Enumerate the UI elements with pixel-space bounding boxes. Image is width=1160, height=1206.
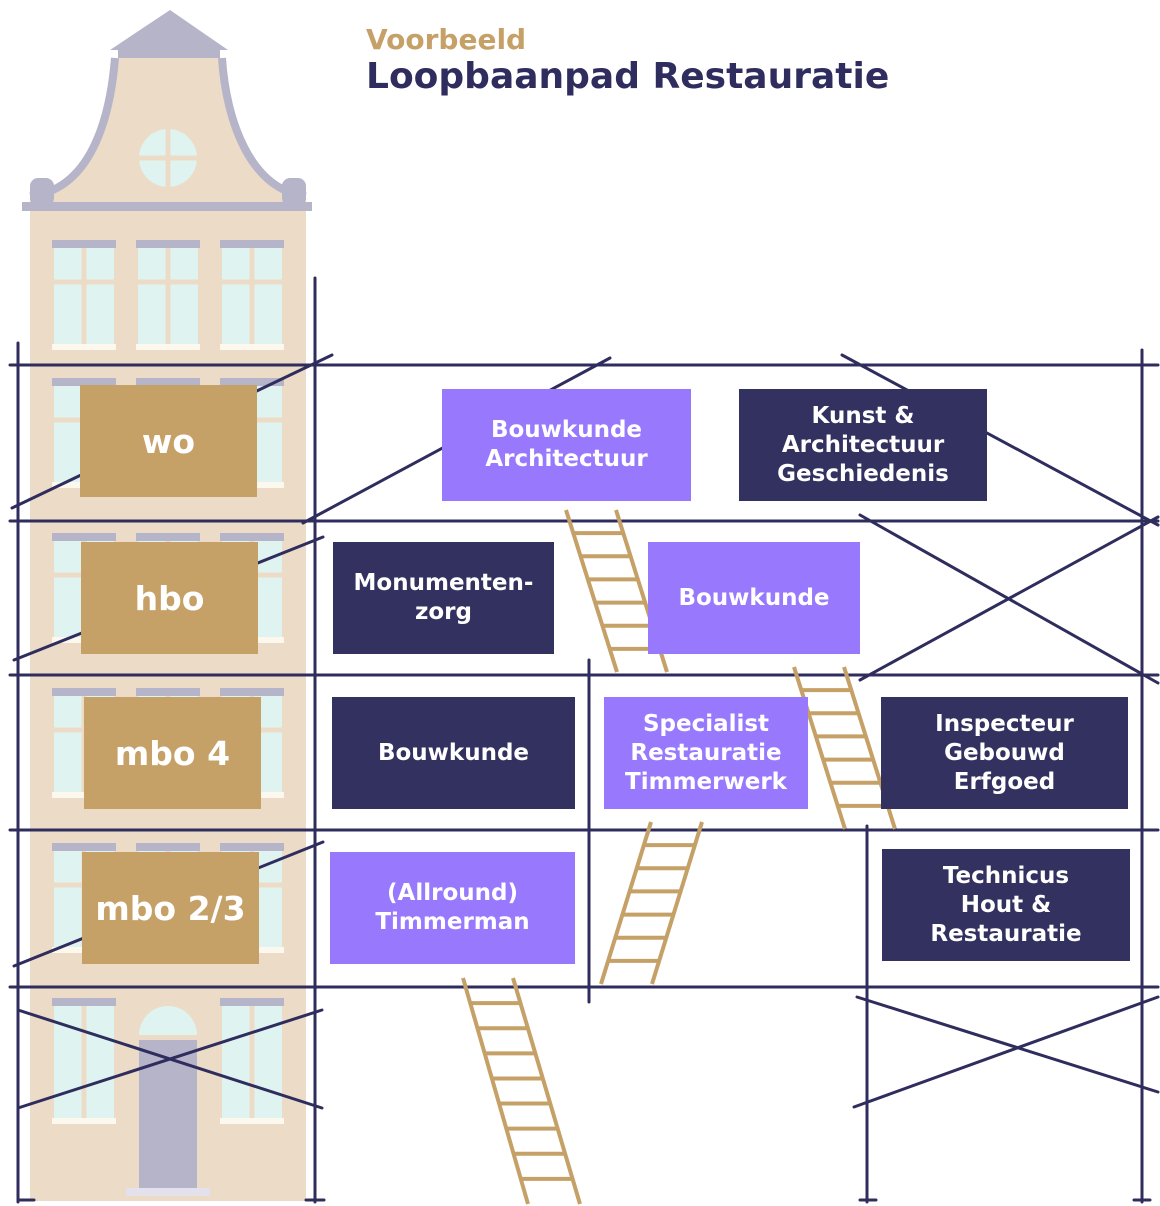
program-box: Bouwkunde — [648, 542, 860, 654]
level-label-wo: wo — [80, 385, 257, 497]
program-box: Specialist Restauratie Timmerwerk — [604, 697, 808, 809]
scaffolding — [8, 276, 1160, 1204]
program-box: Bouwkunde — [332, 697, 575, 809]
page-subtitle: Voorbeeld — [366, 23, 527, 56]
program-box: Bouwkunde Architectuur — [442, 389, 691, 501]
program-box: Kunst & Architectuur Geschiedenis — [739, 389, 987, 501]
program-box: (Allround) Timmerman — [330, 852, 575, 964]
program-box: Monumenten- zorg — [333, 542, 554, 654]
page-title: Loopbaanpad Restauratie — [366, 56, 890, 97]
level-label-hbo: hbo — [81, 542, 258, 654]
program-box: Technicus Hout & Restauratie — [882, 849, 1130, 961]
level-label-mbo4: mbo 4 — [84, 697, 261, 809]
level-label-mbo23: mbo 2/3 — [82, 852, 259, 964]
title-block: Voorbeeld Loopbaanpad Restauratie — [366, 24, 889, 98]
program-box: Inspecteur Gebouwd Erfgoed — [881, 697, 1128, 809]
